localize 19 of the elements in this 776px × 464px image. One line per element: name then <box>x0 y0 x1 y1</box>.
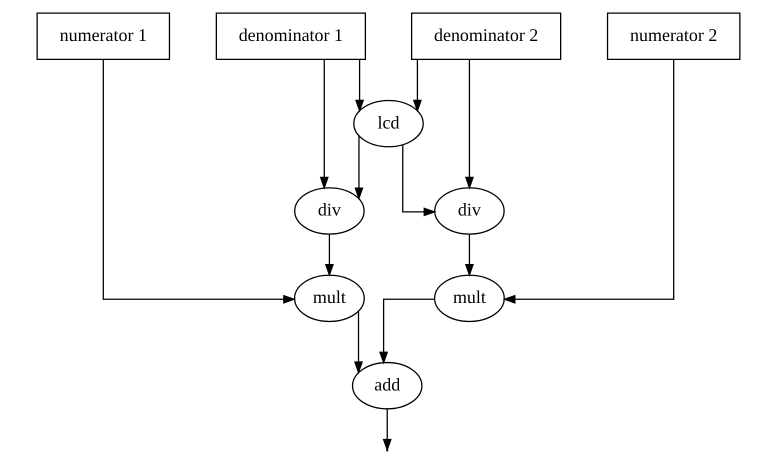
node-ellipse: div <box>434 187 504 235</box>
arrow <box>354 60 364 113</box>
node-box: numerator 1 <box>36 12 170 60</box>
arrow <box>354 312 362 374</box>
arrow <box>354 136 363 200</box>
arrow <box>502 60 674 304</box>
node-box: denominator 2 <box>410 12 561 60</box>
arrow <box>378 298 434 364</box>
arrow <box>102 60 296 304</box>
node-ellipse: mult <box>433 274 504 322</box>
arrow <box>402 145 436 216</box>
node-ellipse: mult <box>293 274 364 322</box>
arrow <box>464 234 474 277</box>
arrow <box>464 59 474 190</box>
arrow <box>412 60 422 113</box>
arrow <box>324 234 334 277</box>
node-box: numerator 2 <box>606 12 740 60</box>
arrow <box>319 59 328 190</box>
node-box: denominator 1 <box>215 12 366 60</box>
